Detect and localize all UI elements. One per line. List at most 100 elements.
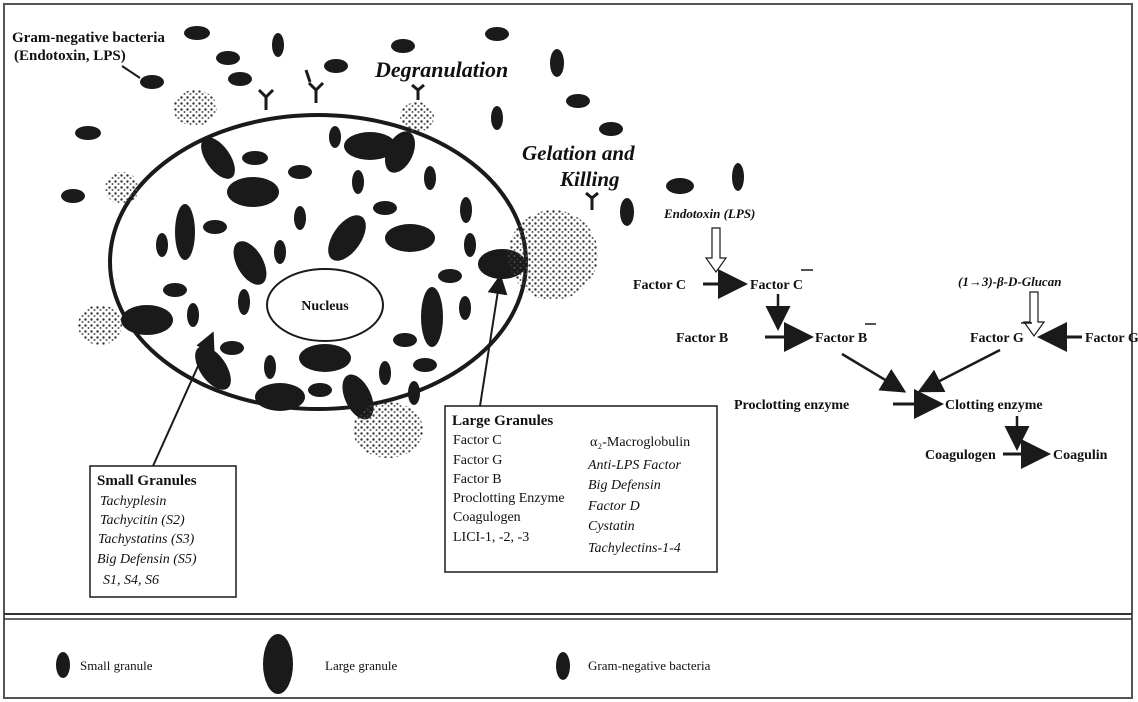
large-granule [121,305,173,335]
legend-small-granule-icon [56,652,70,678]
small-granule [203,220,227,234]
bacteria-label: Gram-negative bacteria [12,30,165,46]
gel-cluster [508,210,598,300]
small-granule-item: Tachystatins (S3) [98,532,195,547]
large-granule-item: LICI-1, -2, -3 [453,530,529,545]
gel-cluster [78,305,122,345]
factor-g: Factor G [1085,331,1138,346]
legend-small-label: Small granule [80,658,153,673]
large-granule-item: Cystatin [588,519,635,534]
bacterium [61,189,85,203]
receptor-icon [586,193,598,210]
small-granule [464,233,476,257]
large-granule-item: Big Defensin [588,478,661,493]
small-granule [373,201,397,215]
factor-c-active: Factor C [750,278,803,293]
legend-bacteria-icon [556,652,570,680]
small-granule [438,269,462,283]
large-granule [227,236,274,291]
legend-large-label: Large granule [325,658,398,673]
endotoxin-arrow [706,228,726,272]
small-granule [288,165,312,179]
bacterium [550,49,564,77]
receptor-icon [309,83,323,103]
small-granule [242,151,268,165]
large-granule-item: α₂-Macroglobulin [590,435,690,450]
gel-cluster [105,172,139,204]
bacterium [391,39,415,53]
small-granule [187,303,199,327]
small-granule [294,206,306,230]
large-granule-item: Factor G [453,453,502,468]
bacterium [228,72,252,86]
bacterium [184,26,210,40]
small-granule [413,358,437,372]
bacterium [620,198,634,226]
bacterium [491,106,503,130]
factor-c: Factor C [633,278,686,293]
small-granule [393,333,417,347]
small-granule [308,383,332,397]
small-granule [220,341,244,355]
factor-b: Factor B [676,331,728,346]
large-granule-item: Factor D [587,499,640,514]
gelation-label: Gelation and [522,141,635,165]
legend: Small granule Large granule Gram-negativ… [56,634,711,694]
legend-large-granule-icon [263,634,293,694]
killing-label: Killing [559,167,620,191]
small-granule [424,166,436,190]
small-granule-item: S1, S4, S6 [103,573,159,588]
gel-cluster [173,90,217,126]
large-granule-item: Coagulogen [453,510,521,525]
bacterium [566,94,590,108]
bacterium [75,126,101,140]
small-granules-arrow [153,335,212,466]
factor-g-active: Factor G [970,331,1024,346]
large-granule [255,383,305,411]
large-granule-item: Factor B [453,472,502,487]
large-granules-arrow [480,278,500,406]
bacterium [485,27,509,41]
clotting-enzyme: Clotting enzyme [945,398,1043,413]
small-granule [156,233,168,257]
small-granule [352,170,364,194]
large-granule-item: Tachylectins-1-4 [588,541,681,556]
degranulation-label: Degranulation [374,57,508,82]
factor-b-to-clotting-arrow [842,354,902,390]
large-granule [421,287,443,347]
large-granule [175,204,195,260]
large-granule-item: Anti-LPS Factor [587,458,681,473]
bacterium [216,51,240,65]
coagulin: Coagulin [1053,448,1108,463]
bacterium [599,122,623,136]
small-granule [274,240,286,264]
factor-g-to-clotting-arrow [922,350,1000,390]
small-granule-item: Tachycitin (S2) [100,513,185,528]
bacteria-label-sub: (Endotoxin, LPS) [14,48,126,64]
small-granule [459,296,471,320]
bacterium [666,178,694,194]
bacterium [140,75,164,89]
small-granule [408,381,420,405]
bacteria-pointer [122,66,140,78]
bacterium [732,163,744,191]
small-granules-title: Small Granules [97,473,197,489]
receptor-icon [306,70,310,82]
glucan-arrow [1024,292,1044,336]
receptor-icon [259,90,273,110]
large-granule [321,209,374,268]
small-granule [329,126,341,148]
proclotting-enzyme: Proclotting enzyme [734,398,849,413]
glucan-label: (1→3)-β-D-Glucan [958,274,1061,289]
small-granule-item: Big Defensin (S5) [97,552,197,567]
gel-cluster [400,102,434,132]
large-granule [299,344,351,372]
small-granule [264,355,276,379]
large-granules-title: Large Granules [452,413,553,429]
granules [121,126,526,424]
receptor-icon [412,85,424,100]
small-granule [460,197,472,223]
large-granule [227,177,279,207]
small-granule [163,283,187,297]
small-granule-item: Tachyplesin [100,494,166,509]
